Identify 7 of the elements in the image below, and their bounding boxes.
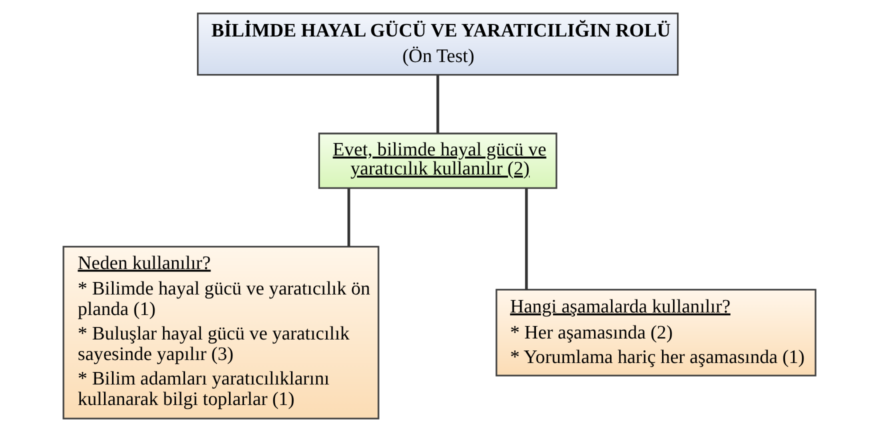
node-box: Hangi aşamalarda kullanılır? * Her aşamasında (2) * Yorumlama hariç her aşamasında (1): [496, 288, 816, 376]
node-box: Evet, bilimde hayal gücü ve yaratıcılık kullanılır (2): [318, 132, 558, 189]
node-box: Neden kullanılır? * Bilimde hayal gücü ve yaratıcılık ön planda (1) * Buluşlar hayal gücü ve yaratıcılık sayesinde yapılır (3) * Bilim adamları yaratıcılıklarını kullanarak bilgi toplarlar (1): [62, 246, 380, 420]
connector: [525, 188, 528, 290]
connector: [436, 75, 440, 134]
node-box: BİLİMDE HAYAL GÜCÜ VE YARATICILIĞIN ROLÜ (Ön Test): [196, 12, 679, 76]
connector: [347, 188, 350, 246]
